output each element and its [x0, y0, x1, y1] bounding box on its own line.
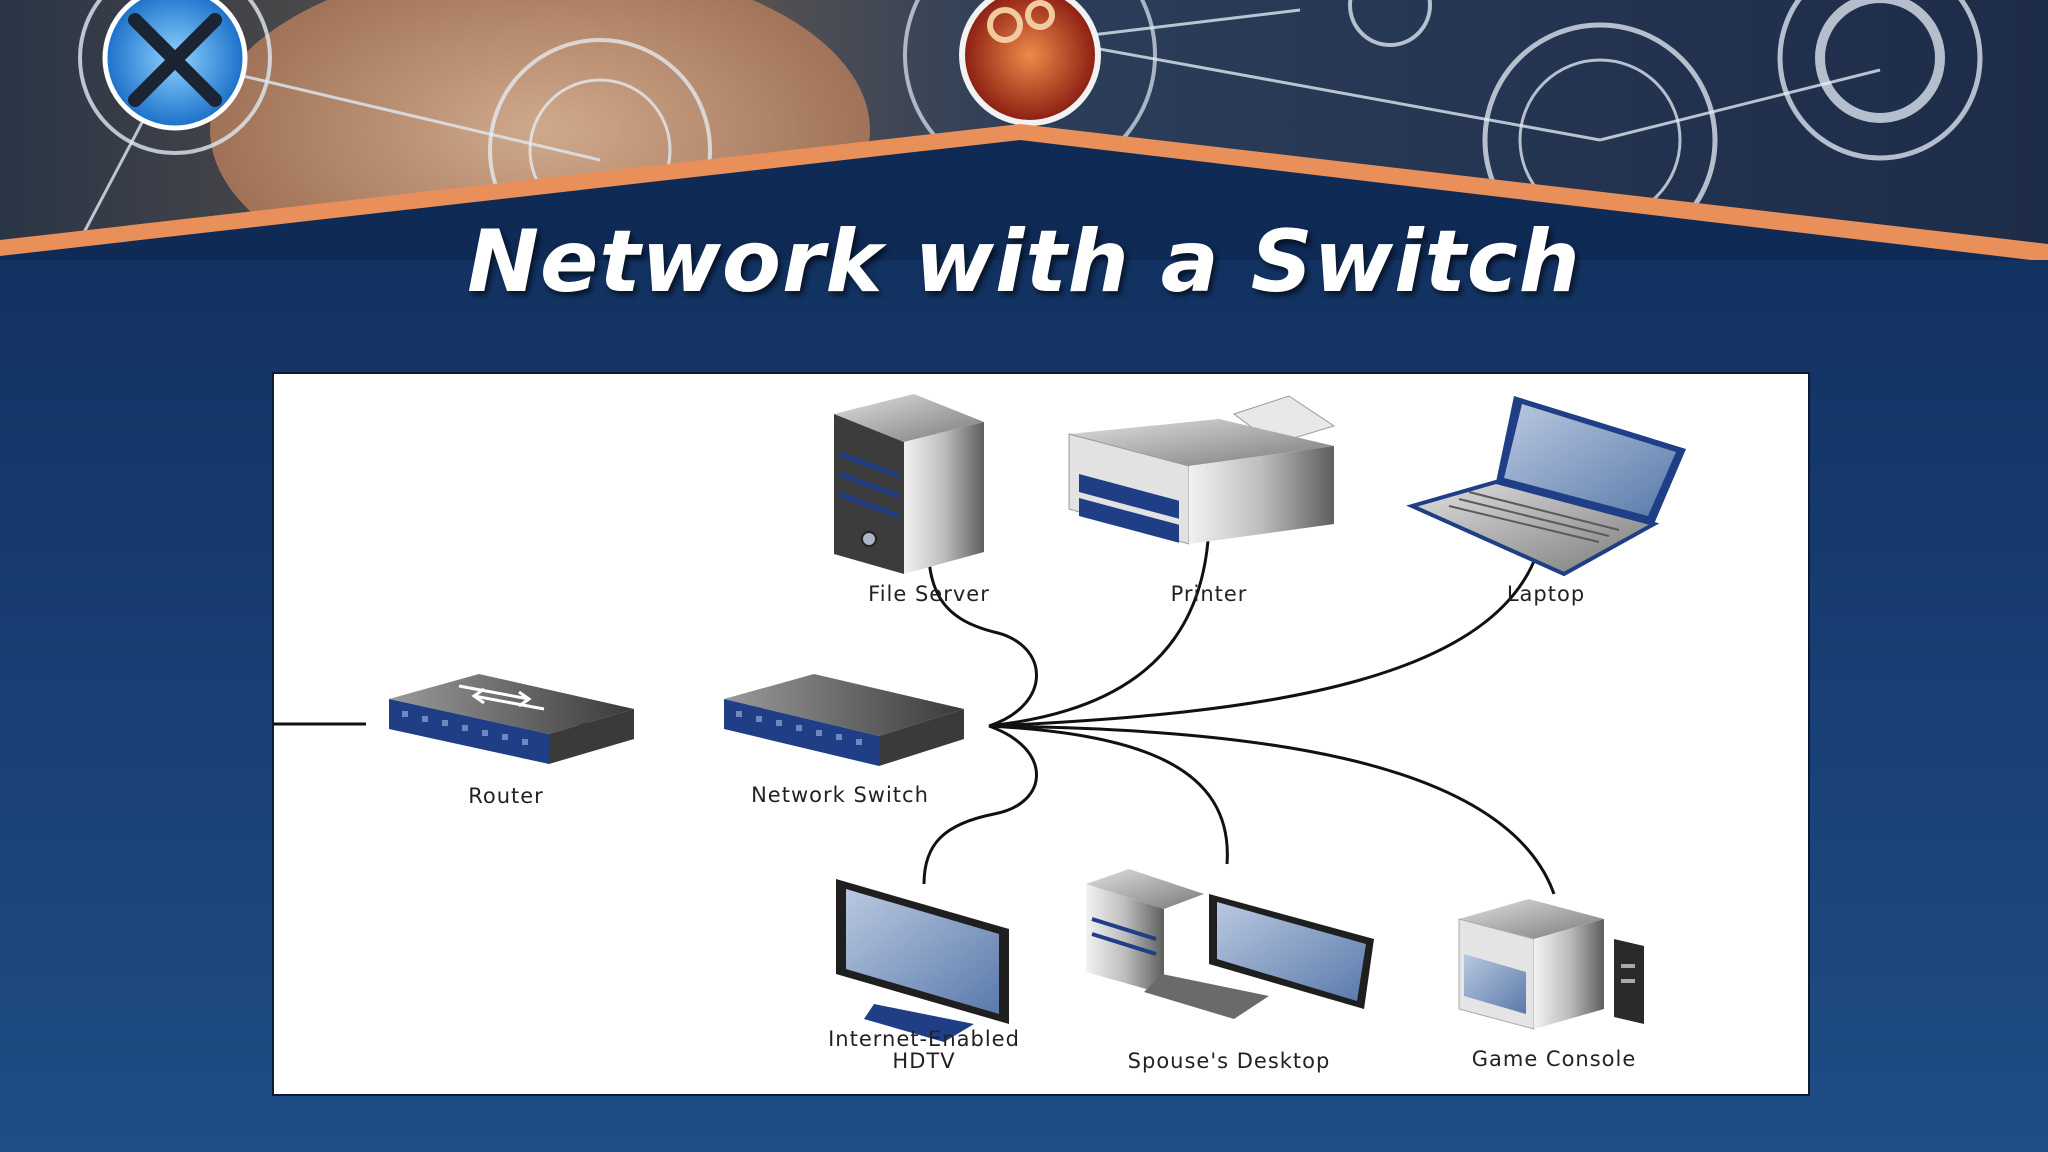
router-icon [389, 674, 634, 764]
network-diagram: File Server Printer Laptop Router Networ… [272, 372, 1810, 1096]
cable-switch-printer [988, 523, 1211, 728]
hdtv-label: Internet-Enabled HDTV [828, 1028, 1020, 1072]
switch-label: Network Switch [751, 783, 929, 807]
cable-switch-hdtv [922, 724, 1038, 885]
tv-icon [836, 879, 1009, 1042]
laptop-label: Laptop [1506, 582, 1586, 606]
printer-icon [1068, 395, 1336, 545]
router-label: Router [468, 784, 544, 808]
hdtv-label-line2: HDTV [892, 1049, 956, 1073]
slide-title: Network with a Switch [467, 212, 1581, 312]
switch-icon [724, 674, 964, 766]
hdtv-label-line1: Internet-Enabled [828, 1027, 1020, 1051]
cable-switch-console [988, 724, 1556, 895]
cable-switch-file-server [926, 523, 1038, 728]
printer-label: Printer [1170, 582, 1248, 606]
laptop-icon [1406, 396, 1686, 577]
cable-switch-desktop [988, 724, 1229, 865]
file-server-label: File Server [868, 582, 990, 606]
game-console-icon [1458, 899, 1644, 1030]
desktop-label: Spouse's Desktop [1127, 1049, 1331, 1073]
game-console-label: Game Console [1471, 1047, 1637, 1071]
desktop-icon [1086, 869, 1374, 1019]
header-banner [0, 0, 2048, 260]
file-server-icon [834, 394, 984, 574]
cable-switch-laptop [988, 523, 1546, 728]
tools-icon [78, 0, 272, 155]
